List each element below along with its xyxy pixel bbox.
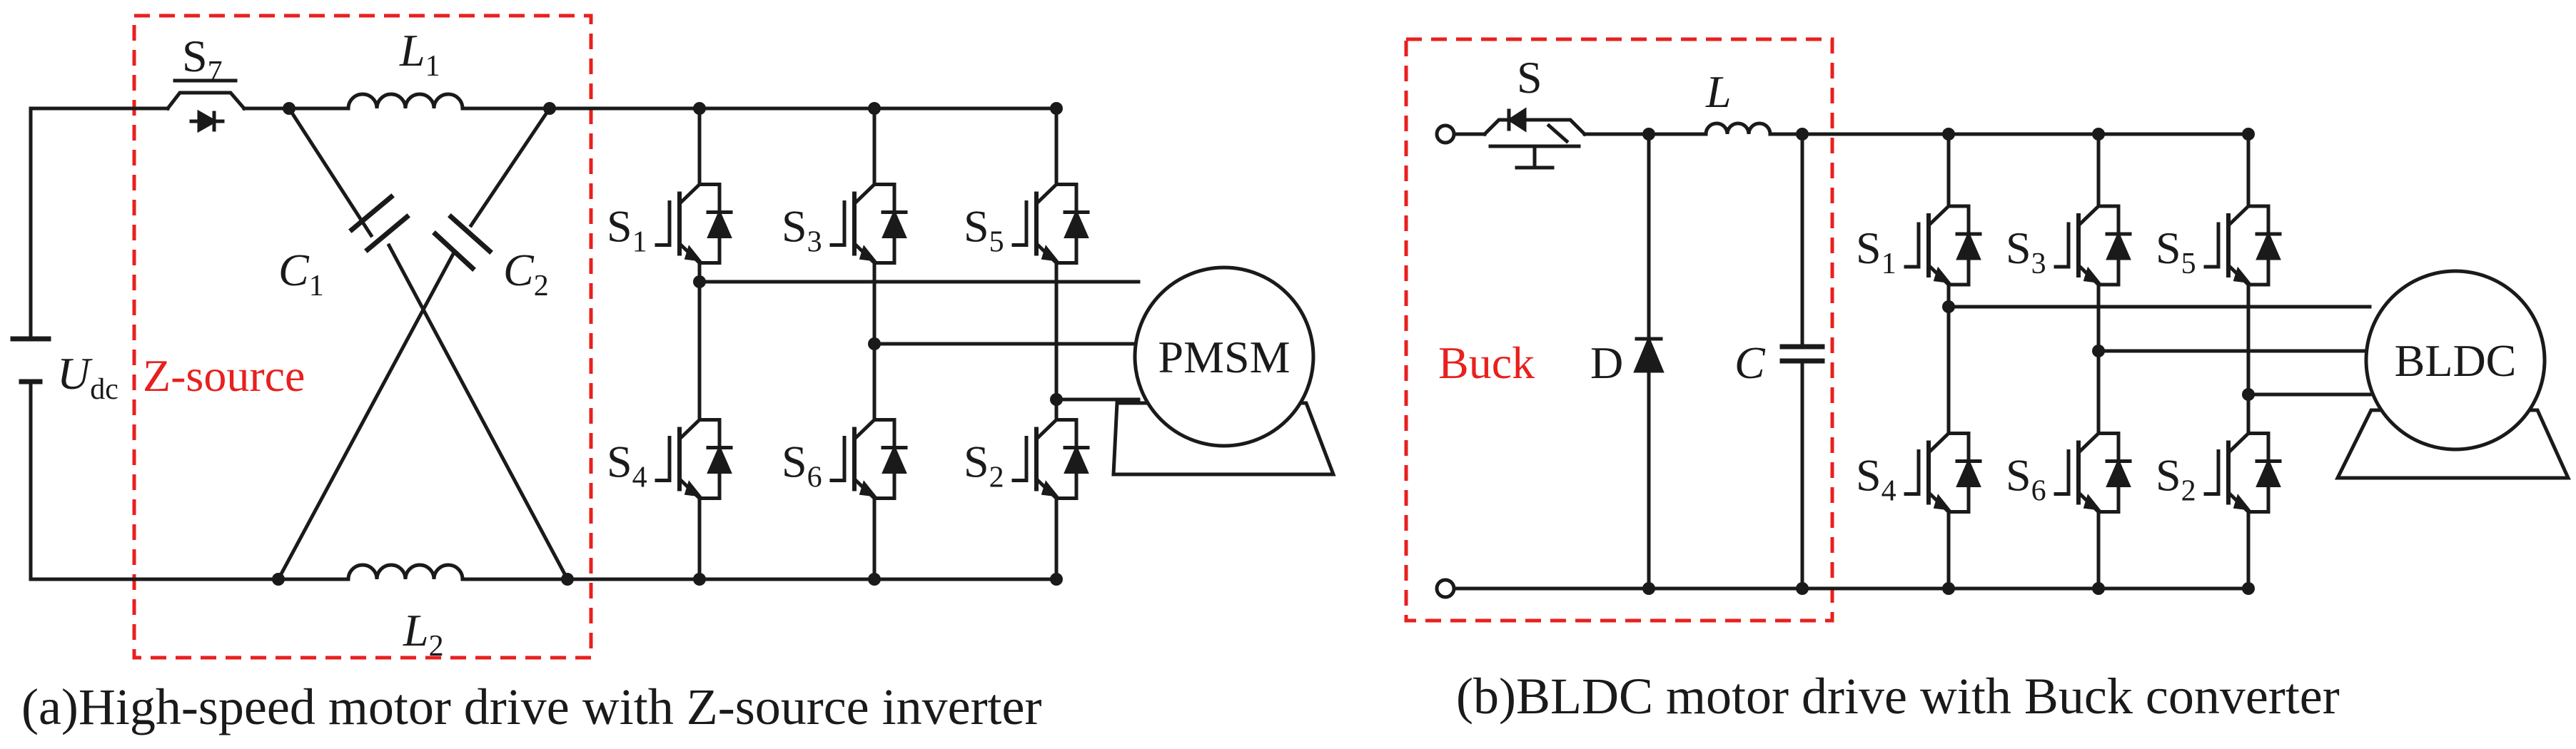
junction (1942, 582, 1955, 595)
dc-source (10, 106, 281, 581)
switch-label: S4 (1856, 450, 1896, 508)
switch-label: S1 (1856, 223, 1896, 280)
input-terminal-bottom (1435, 578, 1456, 599)
junction (1050, 102, 1063, 115)
capacitor-label: C (1734, 337, 1766, 388)
switch-label: S3 (782, 201, 822, 259)
igbt-switch: S4 (1856, 362, 1982, 584)
inductor-l (1704, 121, 2251, 136)
switch-label: S2 (964, 437, 1004, 494)
capacitor-c2-label: C2 (503, 245, 549, 302)
junction (2242, 388, 2255, 401)
junction (1642, 128, 1655, 141)
junction (1942, 300, 1955, 313)
bldc-motor (2334, 269, 2571, 480)
switch-label: S5 (2156, 223, 2196, 280)
z-source-box (132, 14, 593, 660)
junction (2242, 128, 2255, 141)
junction (272, 573, 285, 586)
igbt-switch: S5 (964, 113, 1090, 334)
igbt-switch: S3 (2006, 139, 2132, 352)
inductor-l-label: L (1705, 66, 1732, 117)
igbt-switch: S1 (1856, 139, 1982, 352)
switch-label: S1 (607, 201, 647, 259)
switch-label: S5 (964, 201, 1004, 259)
junction (543, 102, 556, 115)
igbt-switch: S5 (2156, 139, 2282, 352)
capacitor-c1-label: C1 (278, 245, 324, 302)
pmsm-motor (1111, 265, 1336, 477)
junction (868, 573, 881, 586)
inductor-l2 (276, 563, 570, 581)
caption-a: (a)High-speed motor drive with Z-source … (21, 678, 1042, 735)
junction (868, 337, 881, 350)
junction (693, 102, 706, 115)
junction (2092, 128, 2105, 141)
inductor-l1-label: L1 (399, 25, 440, 83)
capacitor-c2 (276, 106, 552, 582)
junction (868, 102, 881, 115)
junction (561, 573, 574, 586)
diode-label: D (1590, 337, 1623, 388)
junction (2092, 345, 2105, 357)
junction (1050, 393, 1063, 406)
junction (1050, 573, 1063, 586)
igbt-switch: S4 (607, 344, 733, 574)
buck-switch-label: S (1517, 52, 1542, 103)
igbt-switch: S6 (782, 344, 908, 574)
igbt-switch: S1 (607, 113, 733, 334)
junction (1642, 582, 1655, 595)
diode-d (1633, 132, 1665, 591)
dc-source-label: Udc (57, 348, 118, 406)
capacitor-c (1779, 132, 1825, 591)
switch-label: S2 (2156, 450, 2196, 508)
caption-b: (b)BLDC motor drive with Buck converter (1456, 668, 2340, 725)
capacitor-c1 (286, 106, 570, 582)
buck-switch (1482, 107, 1587, 170)
series-switch-label: S7 (182, 31, 223, 88)
igbt-switch: S6 (2006, 362, 2132, 584)
switch-label: S6 (782, 437, 822, 494)
switch-label: S3 (2006, 223, 2046, 280)
input-terminal-top (1435, 123, 1456, 145)
junction (1796, 582, 1809, 595)
igbt-switch: S3 (782, 113, 908, 334)
switch-label: S4 (607, 437, 647, 494)
igbt-switch: S2 (2156, 362, 2282, 584)
series-switch-s7 (165, 78, 291, 133)
buck-box (1404, 37, 1834, 623)
junction (1942, 128, 1955, 141)
switch-label: S6 (2006, 450, 2046, 508)
buck-label: Buck (1438, 337, 1535, 388)
pmsm-label: PMSM (1158, 332, 1290, 382)
inductor-l2-label: L2 (403, 605, 444, 663)
junction (2242, 582, 2255, 595)
bldc-label: BLDC (2395, 335, 2517, 386)
junction (283, 102, 296, 115)
igbt-switch: S2 (964, 344, 1090, 574)
junction (2092, 582, 2105, 595)
inductor-l1 (287, 92, 552, 111)
junction (693, 275, 706, 288)
z-source-label: Z-source (143, 350, 305, 401)
junction (693, 573, 706, 586)
junction (1796, 128, 1809, 141)
